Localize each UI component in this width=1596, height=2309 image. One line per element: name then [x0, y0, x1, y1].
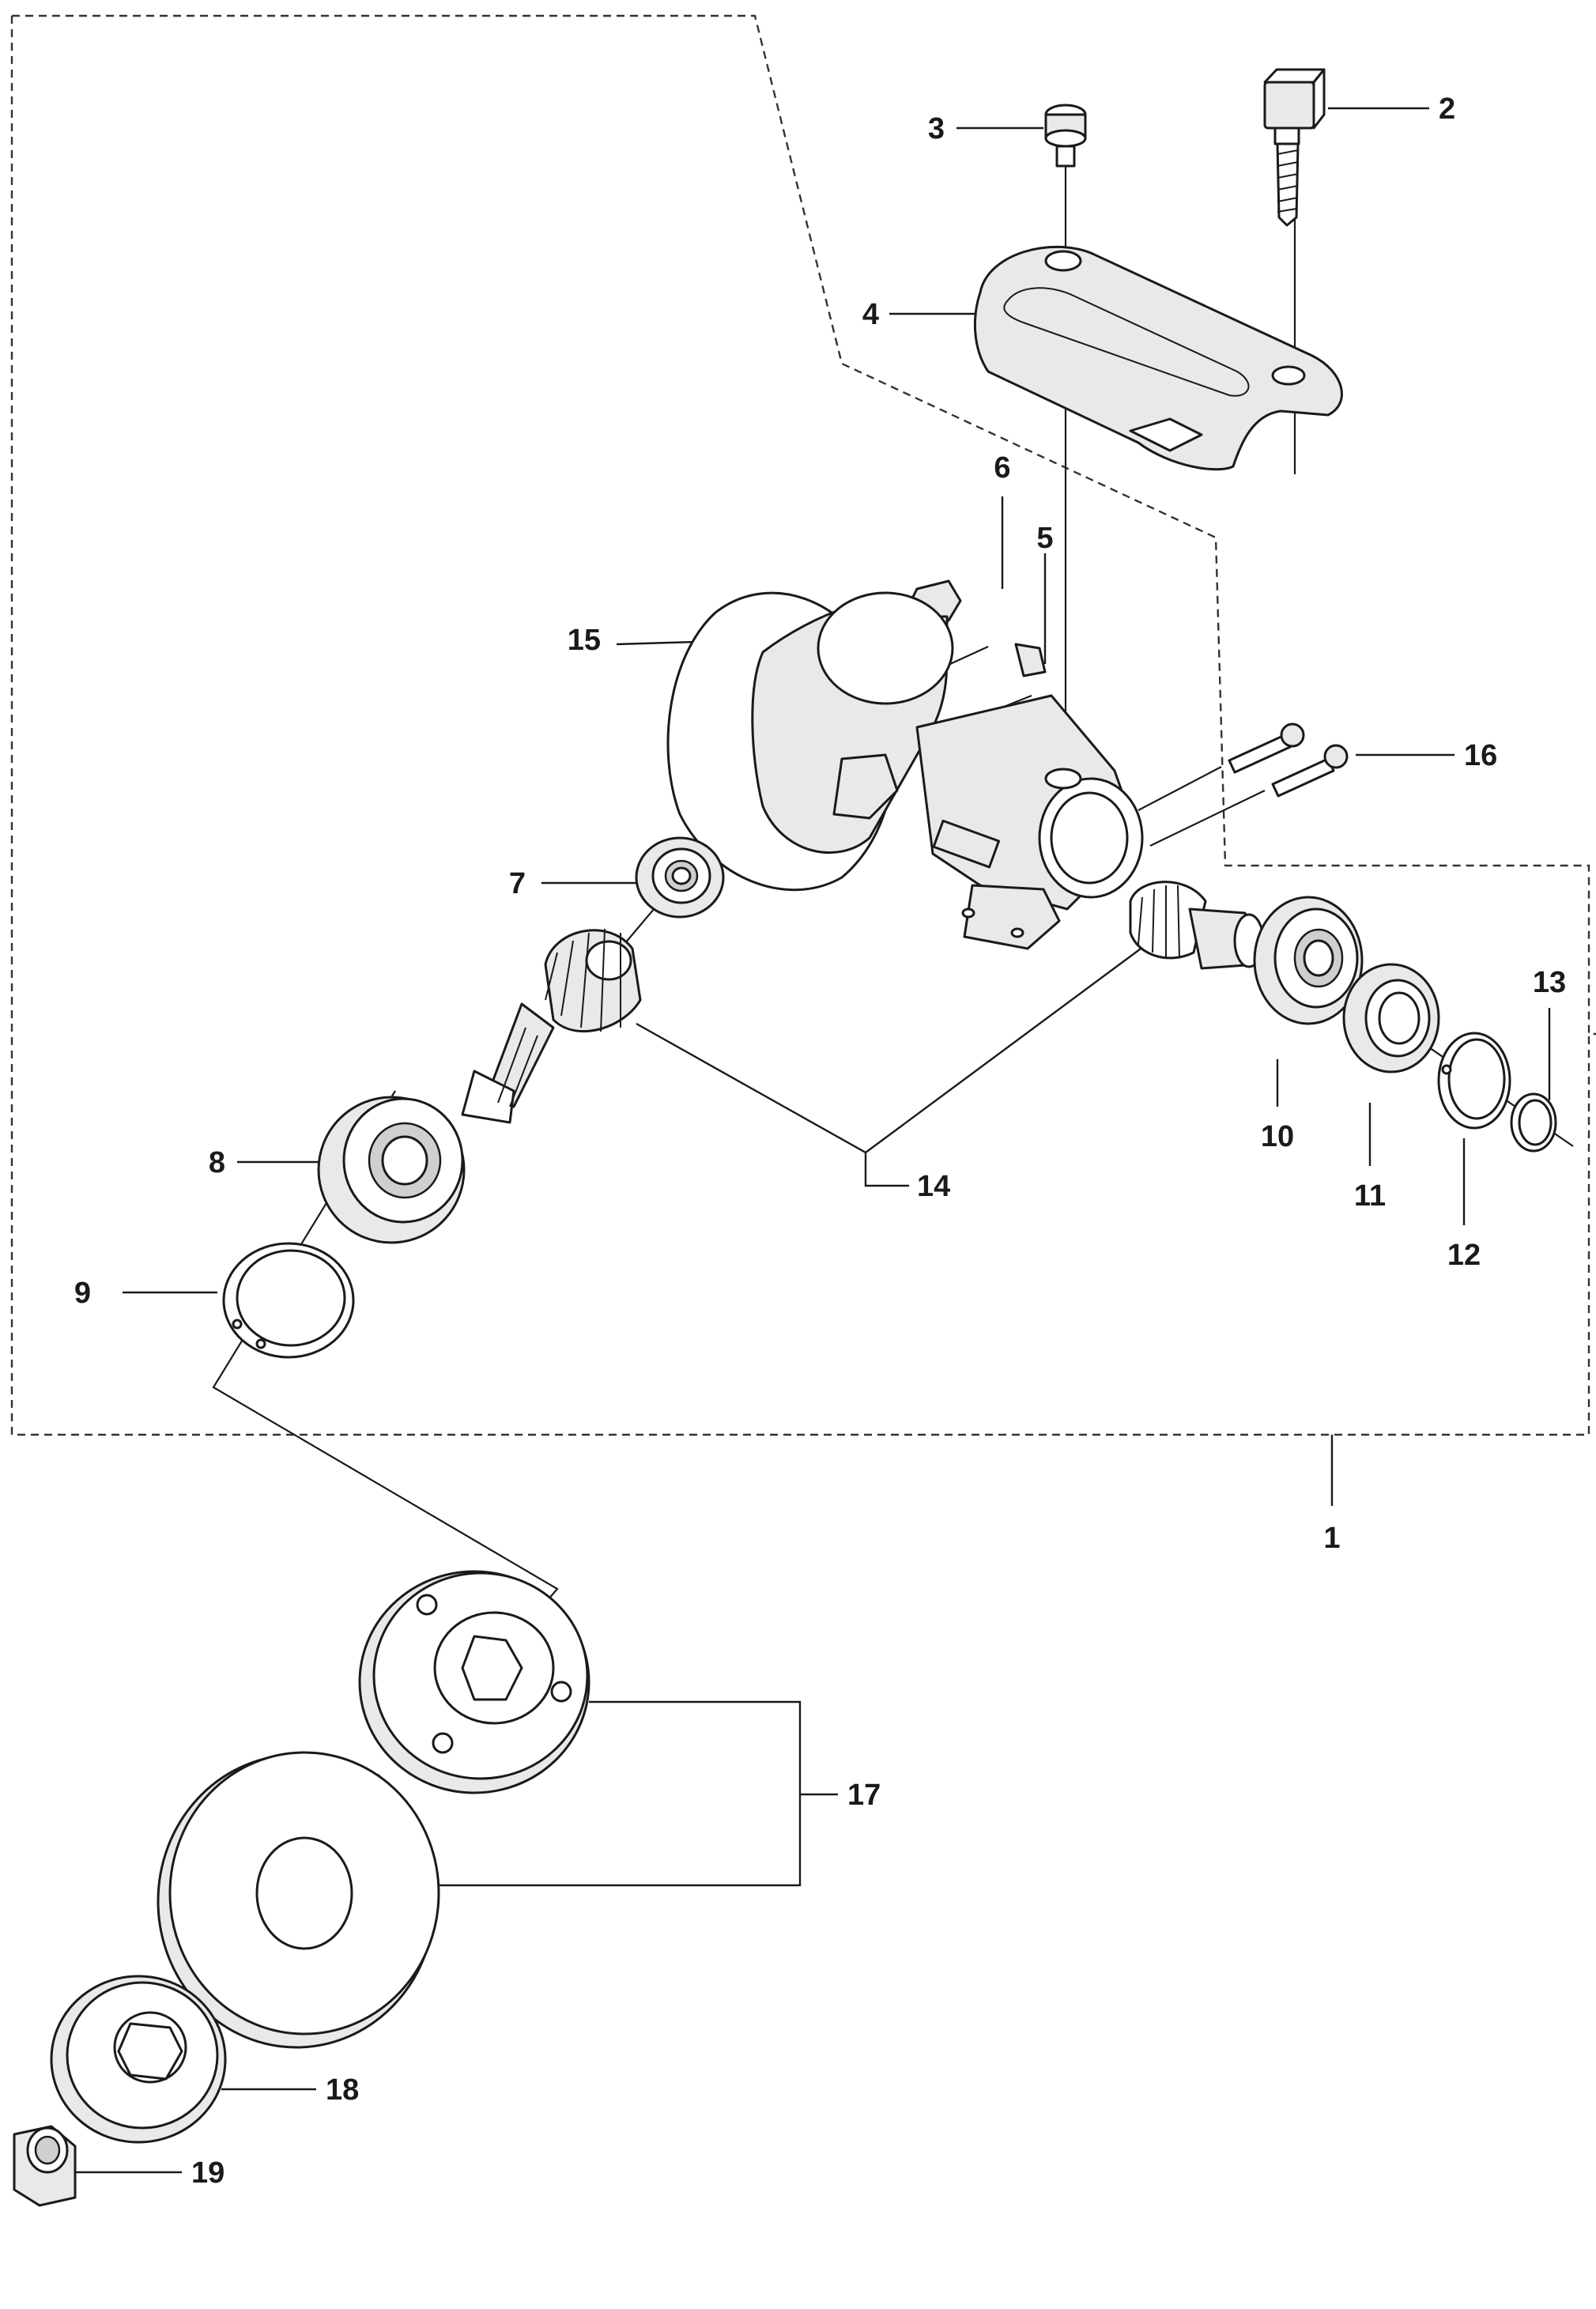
callout-10: 10: [1261, 1120, 1294, 1153]
callout-7: 7: [509, 867, 526, 900]
callout-11: 11: [1354, 1179, 1386, 1213]
part-14-bevel-gears: [461, 881, 1265, 1124]
callout-1: 1: [1323, 1522, 1340, 1555]
part-15-gear-housing: [666, 591, 1144, 950]
callout-8: 8: [209, 1146, 225, 1179]
part-7-small-bearing: [635, 836, 725, 919]
callout-17: 17: [847, 1779, 881, 1812]
part-13-small-circlip: [1510, 1092, 1557, 1153]
part-11-seal: [1342, 963, 1440, 1073]
callout-14: 14: [917, 1170, 950, 1203]
callout-9: 9: [74, 1277, 91, 1310]
part-5-key: [1014, 643, 1047, 677]
callout-18: 18: [326, 2073, 359, 2107]
callout-4: 4: [862, 298, 879, 331]
assembly-boundary: [10, 14, 1596, 1436]
part-9-circlip: [222, 1242, 355, 1359]
part-16-bolts: [1228, 723, 1349, 798]
callout-12: 12: [1447, 1239, 1481, 1272]
part-12-circlip: [1437, 1032, 1511, 1130]
part-2-clamp-bolt: [1263, 68, 1326, 227]
part-19-nut: [13, 2125, 77, 2207]
leader-lines: [75, 107, 1551, 2174]
callout-5: 5: [1036, 522, 1053, 555]
callout-15: 15: [568, 624, 601, 657]
part-10-bearing: [1253, 896, 1364, 1025]
part-4-bracket: [974, 245, 1343, 471]
callout-13: 13: [1533, 966, 1566, 999]
callout-16: 16: [1464, 739, 1497, 772]
part-8-large-bearing: [317, 1096, 466, 1244]
callout-6: 6: [994, 451, 1010, 485]
part-18-thrust-washer: [50, 1975, 227, 2144]
part-17-flange-and-cup: [157, 1570, 590, 2049]
callout-3: 3: [928, 112, 945, 145]
callout-2: 2: [1439, 92, 1455, 126]
part-3-screw: [1044, 104, 1087, 168]
callout-19: 19: [191, 2156, 224, 2190]
callout-labels: 1 2 3 4 5 6 7 8 9 10 11 12 13 14 15 16 1…: [74, 92, 1566, 2190]
